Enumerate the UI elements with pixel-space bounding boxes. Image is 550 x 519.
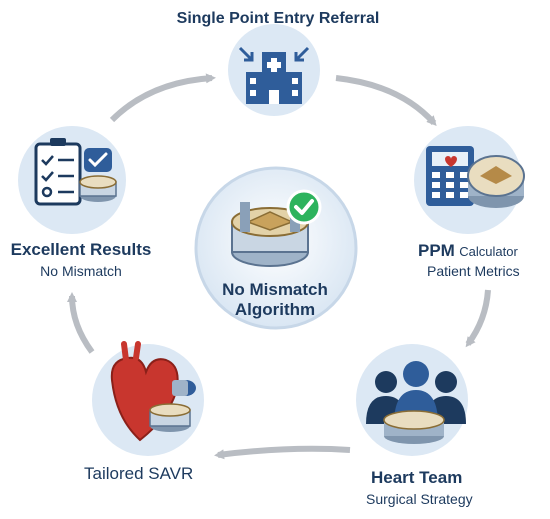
- node-heart-team: [356, 344, 468, 456]
- arrow-referral-to-ppm: [335, 75, 437, 126]
- results-subtitle: No Mismatch: [40, 263, 122, 279]
- heart-valve-icon: [110, 341, 196, 442]
- team-icon: [366, 361, 466, 444]
- arrow-results-to-referral: [109, 73, 216, 123]
- hospital-building-icon: [238, 46, 310, 104]
- savr-title: Tailored SAVR: [84, 464, 194, 483]
- referral-title: Single Point Entry Referral: [176, 10, 380, 27]
- heart-team-subtitle: Surgical Strategy: [366, 491, 473, 507]
- arrow-ppm-to-heart-team: [465, 289, 491, 348]
- checklist-icon: [34, 138, 117, 206]
- ppm-title: PPM: [418, 241, 455, 260]
- ppm-title-suffix: Calculator: [459, 244, 518, 259]
- ppm-title-row: PPM Calculator: [418, 241, 518, 261]
- center-title-line2: Algorithm: [234, 300, 316, 319]
- center-title-line1: No Mismatch: [222, 280, 328, 299]
- node-ppm: [414, 126, 525, 234]
- results-title: Excellent Results: [10, 240, 152, 259]
- arrow-heart-team-to-savr: [214, 445, 351, 460]
- center-title: No Mismatch Algorithm: [190, 280, 360, 320]
- node-referral: [228, 24, 320, 116]
- arrow-savr-to-results: [67, 292, 95, 354]
- node-results: [18, 126, 126, 234]
- heart-team-title: Heart Team: [371, 468, 463, 487]
- node-savr: [92, 341, 204, 456]
- ppm-subtitle: Patient Metrics: [427, 263, 520, 279]
- valve-check-icon: [231, 189, 322, 267]
- calculator-icon: [426, 146, 525, 208]
